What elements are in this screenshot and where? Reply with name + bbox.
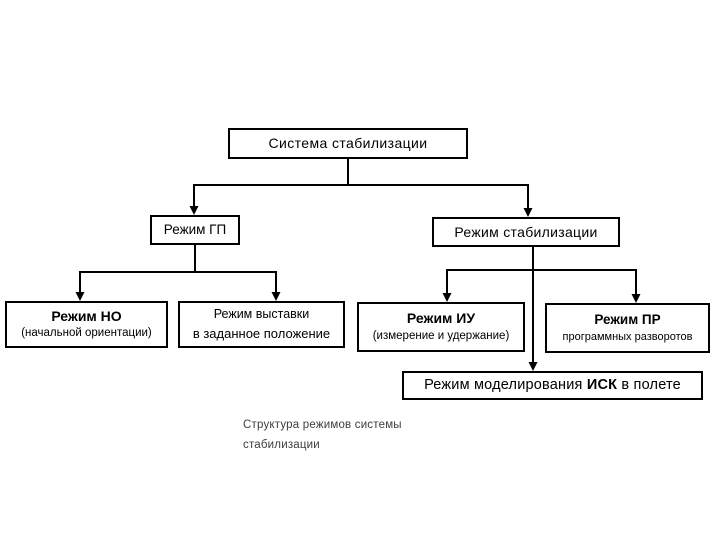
caption-line-1: Структура режимов системы [243, 419, 402, 431]
arrow-into-vystavka-icon [271, 292, 281, 301]
node-stabilization-mode: Режим стабилизации [432, 217, 620, 247]
node-initial-orientation-mode: Режим НО (начальной ориентации) [5, 301, 168, 348]
node-label: Режим стабилизации [454, 223, 598, 240]
node-label: Режим ГП [163, 222, 227, 238]
node-gp-mode: Режим ГП [150, 215, 240, 245]
node-sublabel: программных разворотов [562, 331, 693, 344]
node-label: Режим НО [51, 308, 122, 325]
node-label: Система стабилизации [268, 135, 428, 152]
arrowheads [75, 206, 641, 371]
node-label: Режим выставки [213, 307, 310, 322]
caption-line-2: стабилизации [243, 439, 320, 451]
figure-caption: Структура режимов системы стабилизации [243, 415, 402, 455]
node-isk-flight-modeling-mode: Режим моделирования ИСК в полете [402, 371, 703, 400]
connector-lines-level1 [79, 158, 637, 363]
arrow-into-gp-icon [189, 206, 199, 215]
arrow-into-pr-icon [631, 294, 641, 303]
node-program-turns-mode: Режим ПР программных разворотов [545, 303, 710, 353]
node-label: Режим ИУ [406, 310, 476, 327]
arrow-into-stab-icon [523, 208, 533, 217]
arrow-into-model-icon [528, 362, 538, 371]
node-alignment-mode: Режим выставки в заданное положение [178, 301, 345, 348]
node-label-emphasis: ИСК [586, 377, 618, 394]
node-label: Режим ПР [594, 311, 661, 327]
arrow-into-iu-icon [442, 293, 452, 302]
node-label-suffix: в полете [617, 377, 681, 394]
node-sublabel: (измерение и удержание) [372, 330, 510, 343]
node-sublabel: (начальной ориентации) [21, 327, 152, 340]
node-stabilization-system: Система стабилизации [228, 128, 468, 159]
node-label-prefix: Режим моделирования [424, 377, 587, 394]
node-measure-hold-mode: Режим ИУ (измерение и удержание) [357, 302, 525, 352]
arrow-into-no-icon [75, 292, 85, 301]
node-sublabel: в заданное положение [192, 325, 331, 341]
